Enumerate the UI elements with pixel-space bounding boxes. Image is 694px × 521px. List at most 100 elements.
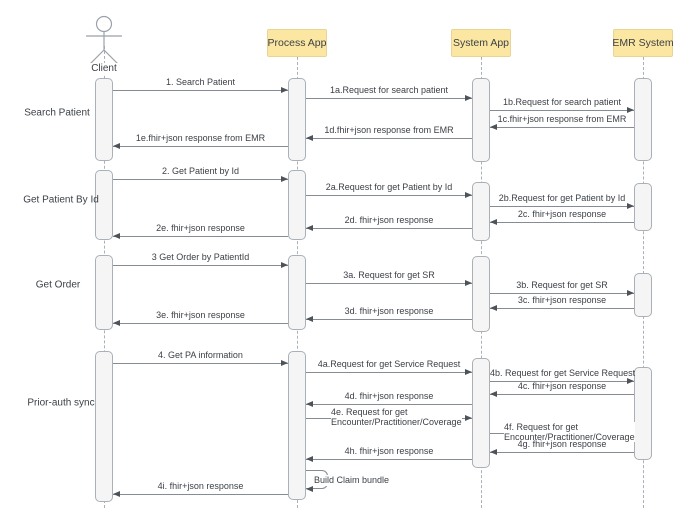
section-label: Get Patient By Id — [23, 194, 99, 206]
arrowhead-icon — [627, 203, 634, 209]
message-label: 1c.fhir+json response from EMR — [497, 114, 627, 124]
arrowhead-icon — [306, 135, 313, 141]
message-label: 2e. fhir+json response — [156, 223, 245, 233]
arrowhead-icon — [306, 486, 313, 492]
activation-client — [95, 170, 113, 240]
message-label-line: Encounter/Practitioner/Coverage — [331, 417, 462, 427]
message-line — [490, 206, 634, 207]
arrowhead-icon — [465, 95, 472, 101]
message-label: 1b.Request for search patient — [502, 97, 622, 107]
message-line — [490, 452, 634, 453]
arrowhead-icon — [306, 316, 313, 322]
message-label: 3e. fhir+json response — [156, 310, 245, 320]
message-label: 3 Get Order by PatientId — [151, 252, 250, 262]
activation-process — [288, 170, 306, 240]
message-label: 4a.Request for get Service Request — [317, 359, 461, 369]
message-label: 4c. fhir+json response — [517, 381, 607, 391]
arrowhead-icon — [490, 391, 497, 397]
activation-emr — [634, 78, 652, 161]
activation-system — [472, 358, 490, 468]
arrowhead-icon — [113, 143, 120, 149]
message-label: 2b.Request for get Patient by Id — [498, 193, 626, 203]
message-label: 4g. fhir+json response — [517, 439, 607, 449]
arrowhead-icon — [306, 401, 313, 407]
message-label-line: 4e. Request for get — [331, 407, 408, 417]
client-actor-icon — [84, 8, 124, 66]
arrowhead-icon — [490, 124, 497, 130]
message-line — [113, 265, 288, 266]
participant-process: Process App — [267, 29, 327, 57]
message-line — [306, 459, 472, 460]
message-label: 2d. fhir+json response — [344, 215, 434, 225]
message-label-line: Encounter/Practitioner/Coverage — [504, 432, 635, 442]
message-label: 2a.Request for get Patient by Id — [325, 182, 453, 192]
message-line — [306, 228, 472, 229]
message-line — [306, 283, 472, 284]
message-line — [306, 98, 472, 99]
message-label: 4b. Request for get Service Request — [490, 368, 636, 378]
activation-emr — [634, 367, 652, 460]
participant-system: System App — [451, 29, 511, 57]
arrowhead-icon — [627, 107, 634, 113]
message-line — [306, 195, 472, 196]
arrowhead-icon — [465, 369, 472, 375]
participant-emr: EMR System — [612, 29, 674, 57]
message-line — [306, 319, 472, 320]
arrowhead-icon — [465, 280, 472, 286]
self-message-label: Build Claim bundle — [314, 475, 390, 486]
arrowhead-icon — [306, 456, 313, 462]
activation-system — [472, 182, 490, 241]
arrowhead-icon — [465, 192, 472, 198]
arrowhead-icon — [113, 320, 120, 326]
message-label: 4i. fhir+json response — [157, 481, 244, 491]
activation-client — [95, 255, 113, 330]
message-line — [306, 138, 472, 139]
arrowhead-icon — [490, 219, 497, 225]
activation-process — [288, 78, 306, 161]
message-line — [113, 323, 288, 324]
activation-client — [95, 78, 113, 161]
activation-emr — [634, 273, 652, 317]
message-label: 2. Get Patient by Id — [161, 166, 240, 176]
message-label-line: 4f. Request for get — [504, 422, 579, 432]
message-line — [113, 494, 288, 495]
message-line — [490, 308, 634, 309]
message-line — [490, 381, 634, 382]
message-label: 1e.fhir+json response from EMR — [135, 133, 266, 143]
message-label: 1a.Request for search patient — [329, 85, 449, 95]
arrowhead-icon — [281, 176, 288, 182]
arrowhead-icon — [627, 378, 634, 384]
message-line — [490, 394, 634, 395]
message-line — [113, 236, 288, 237]
message-line — [490, 293, 634, 294]
message-label: 3c. fhir+json response — [517, 295, 607, 305]
arrowhead-icon — [490, 449, 497, 455]
message-line — [306, 372, 472, 373]
message-line — [113, 90, 288, 91]
message-label: 2c. fhir+json response — [517, 209, 607, 219]
message-label: 4d. fhir+json response — [344, 391, 434, 401]
message-line — [490, 110, 634, 111]
activation-process — [288, 351, 306, 500]
actor-label: Client — [82, 63, 126, 74]
arrowhead-icon — [113, 233, 120, 239]
activation-system — [472, 256, 490, 332]
section-label: Search Patient — [24, 107, 90, 119]
arrowhead-icon — [306, 225, 313, 231]
arrowhead-icon — [281, 87, 288, 93]
activation-system — [472, 78, 490, 162]
section-label: Prior-auth sync — [27, 397, 95, 409]
message-label: 1d.fhir+json response from EMR — [324, 125, 454, 135]
activation-process — [288, 255, 306, 330]
arrowhead-icon — [490, 305, 497, 311]
message-label: 3a. Request for get SR — [343, 270, 435, 280]
arrowhead-icon — [627, 290, 634, 296]
arrowhead-icon — [281, 360, 288, 366]
message-line — [490, 222, 634, 223]
message-line — [490, 127, 634, 128]
message-label: 1. Search Patient — [165, 77, 236, 87]
arrowhead-icon — [113, 491, 120, 497]
